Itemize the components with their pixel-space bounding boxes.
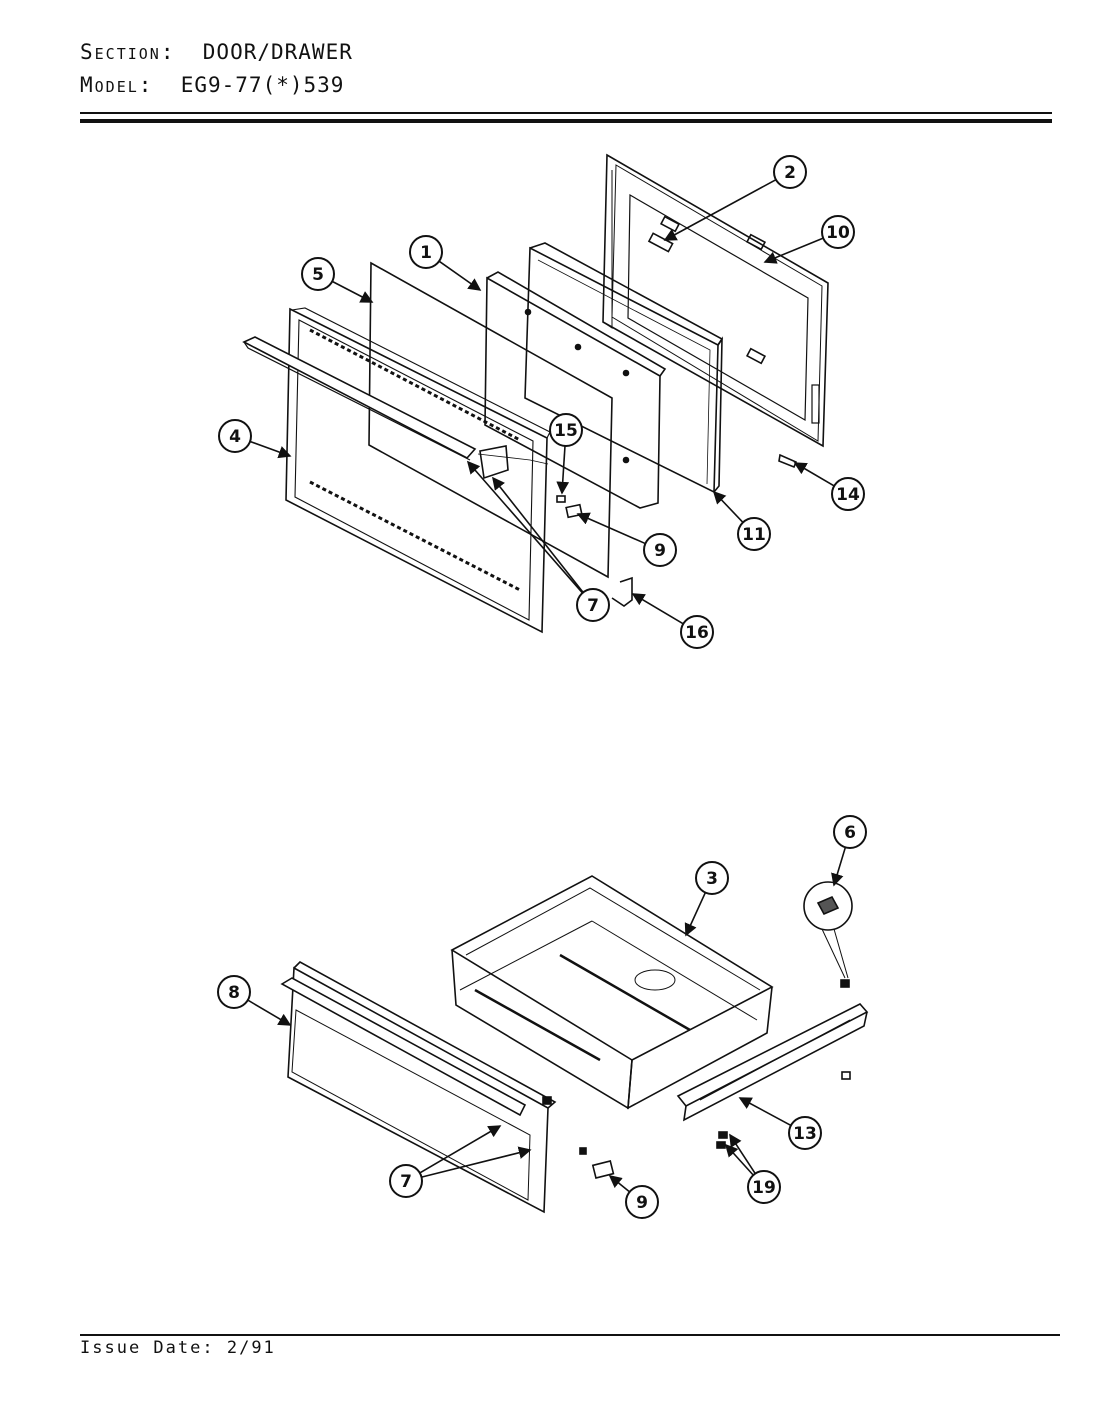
issue-date: Issue Date: 2/91 — [80, 1338, 276, 1358]
callout-leader-drawer-3 — [684, 892, 707, 937]
callout-circle-drawer-9 — [625, 1185, 659, 1219]
callout-number-door-15: 15 — [554, 421, 578, 441]
callout-leader-drawer-7 — [421, 1146, 532, 1178]
issue-date-value: 2/91 — [226, 1338, 276, 1358]
section-value: DOOR/DRAWER — [202, 40, 353, 64]
section-heading: Section: DOOR/DRAWER — [80, 40, 353, 64]
callout-leader-door-15 — [556, 445, 570, 495]
callout-leader-drawer-9 — [608, 1174, 631, 1193]
header-rule-bottom — [80, 119, 1052, 123]
callout-leader-door-9 — [576, 512, 646, 545]
callout-circle-door-5 — [301, 257, 335, 291]
part-screw — [579, 1147, 587, 1155]
callout-circle-door-9 — [643, 533, 677, 567]
callout-circle-door-1 — [409, 235, 443, 269]
part-6-magnifier — [803, 881, 853, 931]
callout-number-drawer-19: 19 — [752, 1178, 776, 1198]
callout-leader-door-1 — [438, 260, 482, 291]
door-front-frame-part — [285, 307, 551, 634]
callout-circle-drawer-6 — [833, 815, 867, 849]
callout-leader-door-11 — [712, 490, 744, 523]
callout-leader-door-14 — [793, 462, 835, 487]
callout-circle-door-15 — [549, 413, 583, 447]
drawer-box-part — [450, 875, 774, 1110]
part-screw — [542, 1096, 552, 1105]
callout-number-drawer-8: 8 — [228, 983, 240, 1003]
part-9-clip-drawer — [591, 1160, 615, 1179]
callout-leader-door-10 — [763, 237, 824, 264]
callout-leader-drawer-13 — [738, 1097, 792, 1127]
callout-number-door-11: 11 — [742, 525, 766, 545]
section-label: Section: — [80, 40, 176, 64]
callout-number-drawer-9: 9 — [636, 1193, 648, 1213]
callout-leader-door-5 — [331, 280, 374, 303]
drawer-assembly — [280, 875, 869, 1214]
callout-leader-drawer-6 — [831, 847, 847, 887]
part-screw — [841, 1071, 851, 1080]
model-label: Model: — [80, 73, 154, 97]
callout-circle-drawer-19 — [747, 1170, 781, 1204]
part-14-stop — [778, 453, 798, 469]
callout-number-door-7: 7 — [587, 596, 599, 616]
callout-leader-drawer-19 — [729, 1133, 756, 1175]
door-liner-part — [524, 242, 724, 494]
callout-number-door-4: 4 — [229, 427, 241, 447]
callout-layer: 1 2 4 5 7 9 10 11 14 15 16 3 6 7 8 9 13 19 — [217, 155, 867, 1219]
callout-leader-door-2 — [663, 178, 777, 241]
callout-number-door-10: 10 — [826, 223, 850, 243]
callout-number-door-1: 1 — [420, 243, 432, 263]
callout-leader-drawer-8 — [247, 999, 292, 1026]
callout-circle-drawer-13 — [788, 1116, 822, 1150]
footer-rule — [80, 1334, 1060, 1336]
callout-circle-door-16 — [680, 615, 714, 649]
drawer-front-part — [280, 961, 557, 1214]
callout-leader-door-7 — [492, 476, 584, 593]
callout-circle-door-4 — [218, 419, 252, 453]
part-screw — [840, 979, 850, 988]
callout-leader-door-7 — [466, 460, 584, 594]
callout-leader-drawer-19 — [724, 1143, 754, 1176]
part-screw — [716, 1141, 726, 1149]
callout-number-drawer-6: 6 — [844, 823, 856, 843]
callout-circle-door-11 — [737, 517, 771, 551]
callout-number-drawer-7: 7 — [400, 1172, 412, 1192]
callout-circle-drawer-3 — [695, 861, 729, 895]
part-screw — [718, 1131, 728, 1139]
callout-circle-drawer-8 — [217, 975, 251, 1009]
model-value: EG9-77(*)539 — [180, 73, 345, 97]
door-back-panel-part — [602, 153, 829, 448]
callout-leader-door-16 — [631, 593, 684, 625]
callout-circle-door-2 — [773, 155, 807, 189]
callout-number-drawer-13: 13 — [793, 1124, 817, 1144]
callout-number-door-9: 9 — [654, 541, 666, 561]
glass-panel-part — [368, 261, 613, 579]
header-rule-top — [80, 112, 1052, 114]
callout-number-door-2: 2 — [784, 163, 796, 183]
callout-circle-door-10 — [821, 215, 855, 249]
model-heading: Model: EG9-77(*)539 — [80, 73, 344, 97]
part-9-clip — [565, 503, 583, 519]
door-handle-part — [242, 336, 549, 480]
callout-circle-door-7 — [576, 588, 610, 622]
callout-number-door-14: 14 — [836, 485, 860, 505]
drawer-rail-part — [676, 1003, 869, 1122]
insulation-part — [484, 271, 667, 509]
issue-date-label: Issue Date: — [80, 1338, 215, 1358]
part-15-screw — [556, 495, 566, 503]
callout-leader-drawer-7 — [419, 1125, 502, 1174]
callout-number-door-5: 5 — [312, 265, 324, 285]
callout-leader-door-4 — [249, 440, 292, 459]
callout-circle-drawer-7 — [389, 1164, 423, 1198]
callout-number-door-16: 16 — [685, 623, 709, 643]
callout-circle-door-14 — [831, 477, 865, 511]
part-16-bracket — [611, 576, 633, 607]
door-assembly — [242, 153, 829, 634]
part-6-clip — [816, 895, 840, 916]
callout-number-drawer-3: 3 — [706, 869, 718, 889]
